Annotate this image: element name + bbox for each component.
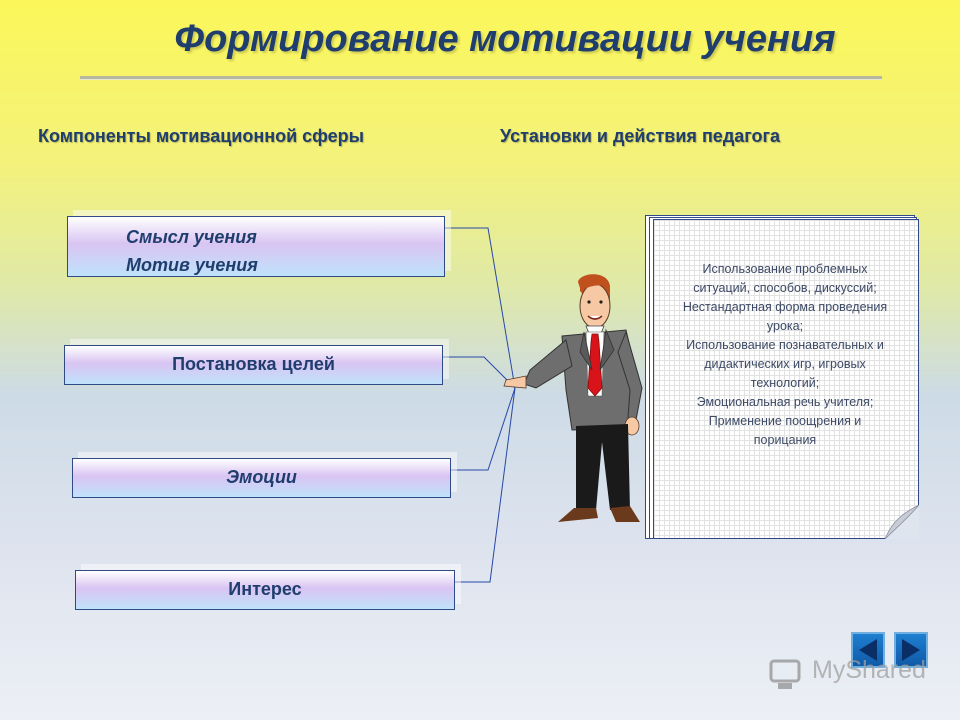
- page-curl-icon: [885, 505, 919, 539]
- teacher-action-line: технологий;: [750, 376, 820, 390]
- next-slide-button[interactable]: [894, 632, 928, 668]
- teacher-action-line: Нестандартная форма проведения: [682, 300, 888, 314]
- teacher-action-line: порицания: [753, 433, 817, 447]
- connector-line-emotions: [451, 387, 516, 471]
- connector-line-goals: [443, 356, 516, 389]
- connector-line-interest: [455, 387, 516, 583]
- component-emotions-label: Эмоции: [226, 467, 297, 487]
- monitor-logo-icon: [769, 659, 801, 689]
- header-teacher-actions: Установки и действия педагога: [500, 126, 781, 146]
- component-box-goals: Постановка целей: [64, 345, 443, 385]
- connector-line-meaning: [445, 227, 516, 389]
- teacher-action-line: Использование проблемных: [702, 262, 868, 276]
- triangle-left-icon: [859, 639, 877, 661]
- teacher-actions-card: Использование проблемных ситуаций, спосо…: [653, 219, 919, 539]
- teacher-action-line: урока;: [766, 319, 804, 333]
- slide-title: Формирование мотивации учения: [174, 18, 836, 60]
- teacher-action-line: Применение поощрения и: [708, 414, 862, 428]
- component-box-emotions: Эмоции: [72, 458, 451, 498]
- watermark-text: MyShared: [812, 656, 926, 684]
- header-components: Компоненты мотивационной сферы: [38, 126, 365, 146]
- teacher-action-line: Использование познавательных и: [686, 338, 884, 352]
- teacher-actions-text: Использование проблемных ситуаций, спосо…: [664, 260, 906, 450]
- component-meaning-line1: Смысл учения: [126, 227, 257, 247]
- component-box-meaning: Смысл учения Мотив учения: [67, 216, 445, 277]
- component-box-interest: Интерес: [75, 570, 455, 610]
- title-divider: [80, 76, 882, 80]
- component-interest-label: Интерес: [228, 579, 302, 599]
- triangle-right-icon: [902, 639, 920, 661]
- teacher-illustration: [503, 274, 643, 522]
- component-meaning-line2: Мотив учения: [126, 255, 258, 275]
- prev-slide-button[interactable]: [851, 632, 885, 668]
- teacher-action-line: Эмоциональная речь учителя;: [696, 395, 874, 409]
- teacher-action-line: дидактических игр, игровых: [704, 357, 866, 371]
- teacher-action-line: ситуаций, способов, дискуссий;: [693, 281, 877, 295]
- component-goals-label: Постановка целей: [172, 354, 335, 374]
